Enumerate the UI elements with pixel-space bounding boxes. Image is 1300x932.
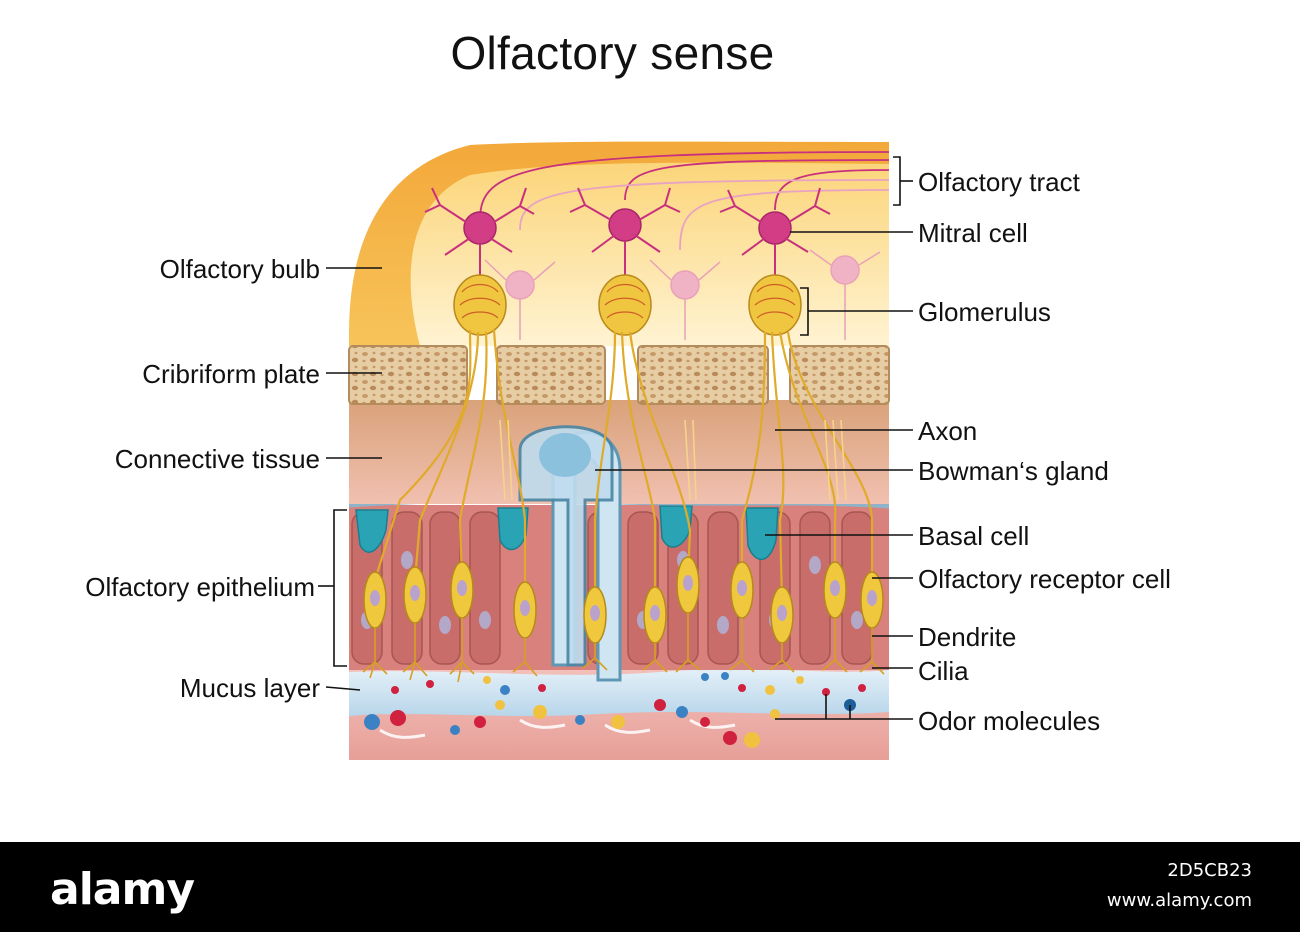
label-olfactory-epithelium: Olfactory epithelium: [85, 572, 315, 602]
callout-lines-right: [595, 156, 913, 720]
cribriform-plate: [348, 345, 890, 405]
mucus-flow-arrows: [379, 718, 736, 739]
glomeruli: [453, 274, 802, 336]
background-mitral-cells: [484, 249, 881, 340]
label-bowmans-gland: Bowman‘s gland: [918, 456, 1109, 486]
label-glomerulus: Glomerulus: [918, 297, 1051, 327]
odor-molecules: [364, 672, 866, 748]
label-basal-cell: Basal cell: [918, 521, 1030, 551]
glomeruli-tangles: [459, 283, 796, 319]
receptor-nuclei: [370, 575, 877, 621]
label-mucus-layer: Mucus layer: [179, 673, 320, 703]
label-axon: Axon: [918, 416, 978, 446]
label-olfactory-tract: Olfactory tract: [918, 167, 1080, 197]
label-mitral-cell: Mitral cell: [918, 218, 1028, 248]
label-connective-tissue: Connective tissue: [114, 444, 320, 474]
image-id: 2D5CB23: [1167, 860, 1252, 881]
dendrites-and-cilia: [362, 613, 885, 683]
background-axons: [499, 419, 847, 501]
mitral-cells: [463, 208, 792, 245]
label-olfactory-receptor-cell: Olfactory receptor cell: [918, 564, 1171, 594]
mitral-dendrites: [424, 187, 831, 275]
label-olfactory-bulb: Olfactory bulb: [159, 254, 320, 284]
bowmans-gland-lumen: [539, 433, 591, 477]
label-cribriform-plate: Cribriform plate: [142, 359, 320, 389]
site-url: www.alamy.com: [1106, 890, 1252, 911]
callout-lines-left: [318, 267, 382, 691]
olfactory-diagram: [318, 141, 913, 760]
olfactory-tract-fibers: [479, 151, 890, 251]
label-cilia: Cilia: [918, 656, 969, 686]
label-dendrite: Dendrite: [918, 622, 1017, 652]
alamy-logo: alamy: [50, 864, 195, 915]
label-odor-molecules: Odor molecules: [918, 706, 1101, 736]
watermark-bar: alamy 2D5CB23 www.alamy.com: [0, 842, 1300, 932]
basal-cells: [355, 505, 779, 561]
receptor-axons: [373, 329, 874, 601]
page-title: Olfactory sense: [450, 27, 775, 79]
bowmans-gland-duct: [518, 425, 614, 667]
